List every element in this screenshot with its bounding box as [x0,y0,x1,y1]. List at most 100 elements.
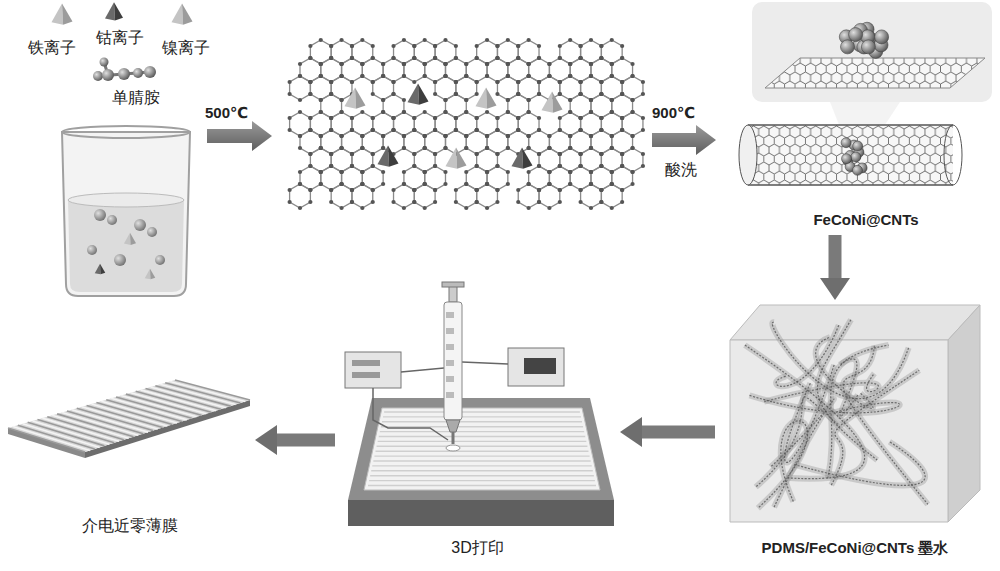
lattice-atom [568,98,572,102]
lattice-atom [599,188,603,192]
lattice-atom [350,80,354,84]
lattice-atom [641,92,645,96]
lattice-atom [298,74,302,78]
lattice-atom [516,92,520,96]
lattice-atom [620,80,624,84]
lattice-atom [360,38,364,42]
lattice-atom [288,92,292,96]
carbon-nanotube [748,124,953,126]
lattice-atom [620,152,624,156]
lattice-atom [475,188,479,192]
lattice-atom [350,188,354,192]
lattice-atom [433,80,437,84]
lattice-atom [423,62,427,66]
lattice-atom [599,152,603,156]
lattice-atom [620,188,624,192]
lattice-atom [620,164,624,168]
lattice-atom [527,134,531,138]
lattice-atom [630,134,634,138]
lattice-atom [558,188,562,192]
metal-ion-pyramid [150,269,155,280]
lattice-atom [620,92,624,96]
lattice-atom [589,170,593,174]
cnt-illustration [752,2,992,102]
lattice-atom [329,92,333,96]
lattice-atom [568,110,572,114]
lattice-atom [495,80,499,84]
lattice-atom [630,170,634,174]
lattice-atom [423,110,427,114]
lattice-atom [329,80,333,84]
lattice-ring [290,184,311,208]
lattice-atom [495,116,499,120]
lattice-atom [329,92,333,96]
lattice-atom [620,44,624,48]
lattice-atom [464,110,468,114]
metal-ion-pyramid [456,147,467,168]
lattice-atom [578,80,582,84]
lattice-atom [495,92,499,96]
lattice-atom [485,134,489,138]
lattice-atom [475,128,479,132]
lattice-atom [329,116,333,120]
lattice-atom [610,74,614,78]
lattice-atom [475,128,479,132]
lattice-atom [464,170,468,174]
lattice-atom [339,182,343,186]
lattice-atom [516,92,520,96]
lattice-atom [308,80,312,84]
lattice-atom [308,200,312,204]
lattice-atom [630,74,634,78]
lattice-atom [329,152,333,156]
lattice-atom [599,80,603,84]
lattice-atom [454,80,458,84]
lattice-atom [423,38,427,42]
printer-illustration [442,282,464,287]
carbon-nanotube [739,125,757,185]
film-illustration [82,407,158,429]
lattice-atom [495,56,499,60]
lattice-atom [298,182,302,186]
lattice-atom [506,98,510,102]
lattice-atom [464,206,468,210]
lattice-atom [329,80,333,84]
lattice-atom [443,110,447,114]
lattice-atom [620,116,624,120]
lattice-atom [516,56,520,60]
lattice-atom [485,134,489,138]
lattice-atom [402,38,406,42]
metal-ion-pyramid [408,83,420,104]
dicyandiamide-molecule [100,58,109,67]
lattice-atom [350,200,354,204]
printer-illustration [462,362,508,364]
lattice-atom [371,128,375,132]
lattice-atom [308,80,312,84]
lattice-atom [371,164,375,168]
lattice-atom [423,170,427,174]
lattice-ring [331,184,352,208]
lattice-atom [568,74,572,78]
lattice-atom [329,80,333,84]
lattice-atom [350,164,354,168]
lattice-atom [547,170,551,174]
lattice-atom [464,74,468,78]
lattice-atom [360,74,364,78]
lattice-atom [329,188,333,192]
lattice-ring [539,184,560,208]
lattice-ring [414,184,435,208]
metal-ion-pyramid [446,147,458,168]
lattice-atom [589,98,593,102]
lattice-atom [464,110,468,114]
lattice-atom [527,74,531,78]
dicyandiamide-molecule [93,58,156,82]
lattice-atom [620,116,624,120]
lattice-atom [495,128,499,132]
lattice-atom [495,188,499,192]
nanotube-network [831,370,919,485]
lattice-atom [599,80,603,84]
metal-ion-pyramid [446,147,467,168]
lattice-ring [601,184,622,208]
lattice-atom [610,170,614,174]
lattice-atom [506,74,510,78]
